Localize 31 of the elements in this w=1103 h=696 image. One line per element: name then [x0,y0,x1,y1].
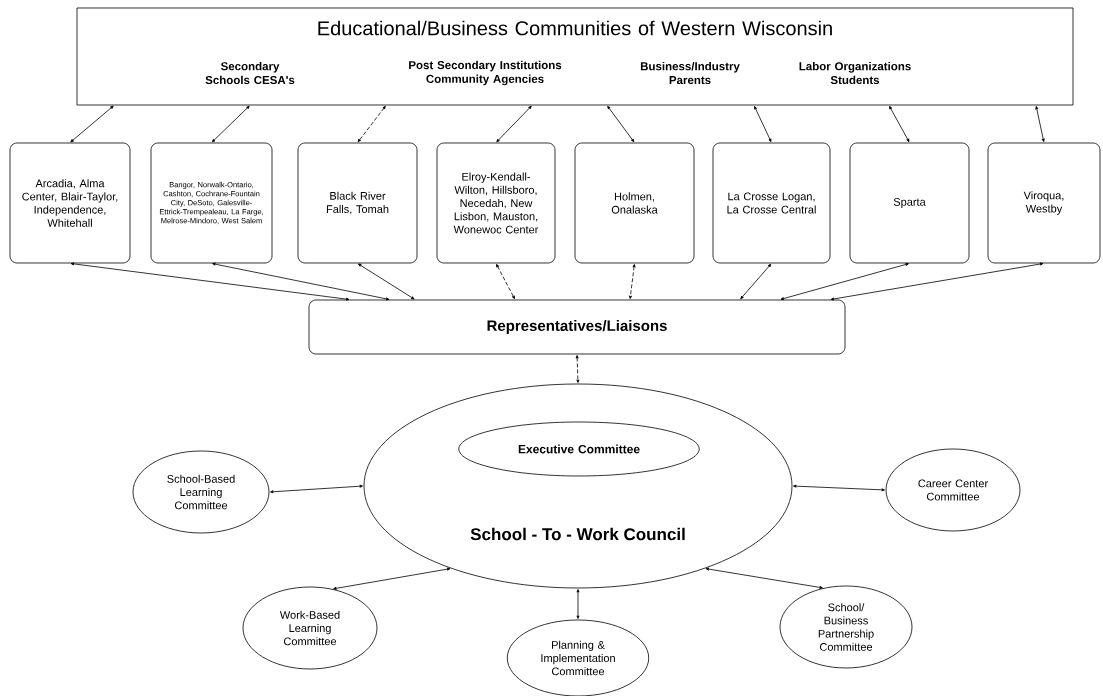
arrow [496,105,532,143]
arrow [830,262,1044,301]
school-box: Sparta [849,142,970,264]
arrow [705,567,823,589]
arrow [357,105,386,143]
arrow [70,262,350,301]
arrow [793,484,885,492]
arrow [270,484,363,494]
community-box: Educational/Business Communities of Western Wisconsin Secondary Schools CESA's Post Secondary Institutions Community Agencies Business/Industry Parents Labor Organizations Students [76,7,1074,106]
arrow [889,105,910,143]
school-box: Elroy-Kendall-Wilton, Hillsboro, Necedah, New Lisbon, Mauston, Wonewoc Center [436,142,556,264]
arrow [629,264,636,299]
school-box: Holmen, Onalaska [574,142,695,264]
arrow [754,105,772,142]
arrow [740,263,772,300]
school-box: Black River Falls, Tomah [297,142,418,264]
arrow [211,105,250,143]
arrow [780,262,909,301]
school-box: Viroqua, Westby [987,142,1101,264]
arrow [607,105,635,143]
school-box: La Crosse Logan, La Crosse Central [712,142,831,264]
arrow [358,263,415,300]
arrow [333,567,451,590]
arrow [575,355,580,383]
arrow [496,263,515,300]
arrow [576,589,580,619]
arrow [212,262,390,301]
school-box: Arcadia, Alma Center, Blair-Taylor, Independence, Whitehall [9,142,131,264]
arrow [70,105,114,143]
liaison-box: Representatives/Liaisons [308,299,846,355]
arrow [1035,106,1045,142]
